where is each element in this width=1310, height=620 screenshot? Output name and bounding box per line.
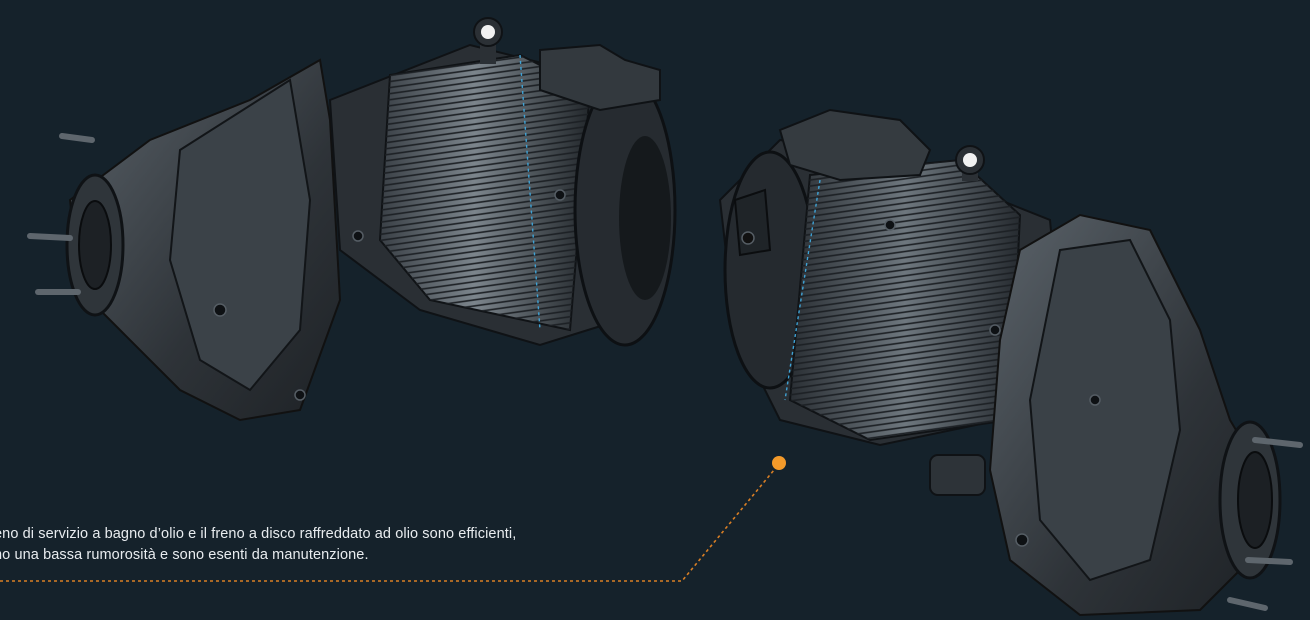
- eyebolt-icon: [473, 17, 503, 64]
- eyebolt-icon: [955, 145, 985, 181]
- left-motor-unit: [27, 17, 677, 422]
- caption-line-2: no una bassa rumorosità e sono esenti da…: [0, 547, 369, 563]
- right-motor-unit: [718, 108, 1303, 617]
- feature-caption: eno di servizio a bagno d’olio e il fren…: [0, 524, 516, 566]
- callout-leader: [0, 456, 786, 582]
- callout-dot-icon: [772, 456, 786, 470]
- caption-line-1: eno di servizio a bagno d’olio e il fren…: [0, 526, 517, 542]
